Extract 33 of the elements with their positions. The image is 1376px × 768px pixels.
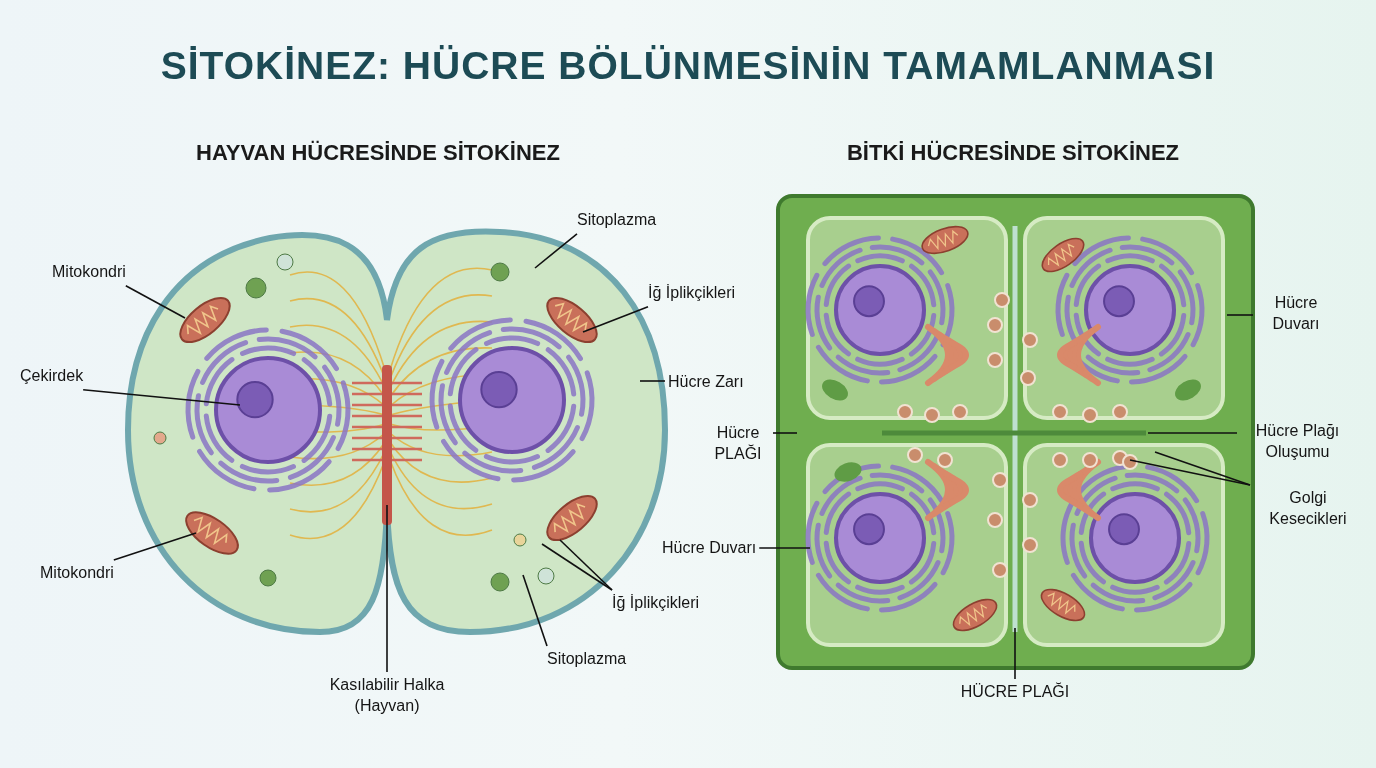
leader-line bbox=[758, 547, 811, 549]
leader-line bbox=[559, 539, 613, 591]
leader-line bbox=[1014, 627, 1016, 680]
leader-line bbox=[1154, 451, 1251, 486]
part-label: İğ İplikçikleri bbox=[612, 593, 700, 614]
part-label: Hücre Duvarı bbox=[1256, 293, 1336, 335]
part-label: Sitoplazma bbox=[577, 210, 657, 231]
part-label: Hücre Zarı bbox=[668, 372, 744, 393]
leader-line bbox=[541, 543, 613, 591]
leader-line bbox=[639, 380, 666, 382]
part-label: Mitokondri bbox=[52, 262, 126, 283]
leader-line bbox=[82, 389, 241, 406]
part-label: İğ İplikçikleri bbox=[648, 283, 736, 304]
leader-line bbox=[125, 285, 186, 319]
section-heading: BİTKİ HÜCRESİNDE SİTOKİNEZ bbox=[845, 140, 1181, 166]
diagram-title: SİTOKİNEZ: HÜCRE BÖLÜNMESİNİN TAMAMLANMASI bbox=[160, 44, 1216, 88]
leader-line bbox=[772, 432, 798, 434]
part-label: HÜCRE PLAĞI bbox=[940, 682, 1090, 703]
part-label: Hücre Plağı Oluşumu bbox=[1240, 421, 1355, 463]
part-label: Golgi Kesecikleri bbox=[1250, 488, 1366, 530]
leader-line bbox=[522, 574, 548, 647]
part-label: Sitoplazma bbox=[547, 649, 627, 670]
part-label: Çekirdek bbox=[20, 366, 84, 387]
part-label: Hücre Duvarı bbox=[662, 538, 757, 559]
leader-line bbox=[386, 504, 388, 673]
leader-line bbox=[1226, 314, 1254, 316]
leader-line bbox=[1129, 459, 1251, 486]
part-label: Hücre PLAĞI bbox=[706, 423, 770, 465]
section-heading: HAYVAN HÜCRESİNDE SİTOKİNEZ bbox=[195, 140, 561, 166]
leader-line bbox=[113, 532, 197, 561]
part-label: Mitokondri bbox=[40, 563, 114, 584]
leader-line bbox=[1147, 432, 1238, 434]
part-label: Kasılabilir Halka (Hayvan) bbox=[297, 675, 477, 717]
